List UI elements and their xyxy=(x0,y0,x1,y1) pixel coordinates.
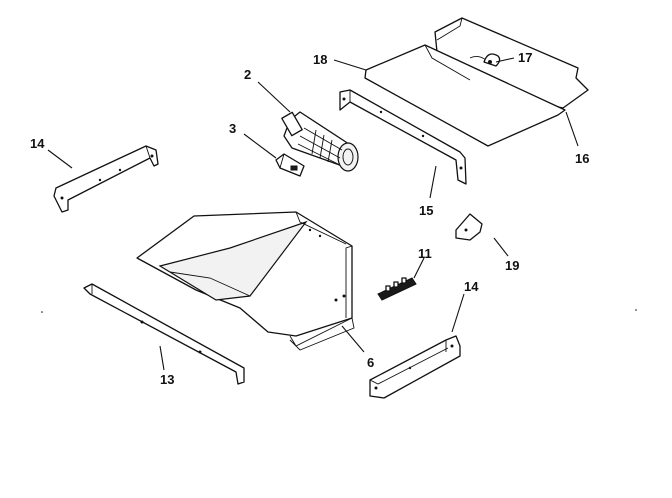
part-6-main-shroud xyxy=(136,211,355,351)
part-14-right-bracket xyxy=(369,335,461,399)
part-19-bracket xyxy=(455,213,483,241)
scan-mark xyxy=(41,311,43,313)
callout-3: 3 xyxy=(229,121,236,136)
callout-6: 6 xyxy=(367,355,374,370)
part-2-blower-motor xyxy=(281,111,359,172)
part-3-connector xyxy=(275,153,305,177)
callout-2: 2 xyxy=(244,67,251,82)
part-11-terminal-strip xyxy=(377,277,417,301)
callout-14-left: 14 xyxy=(30,136,45,151)
scan-mark xyxy=(635,309,637,311)
callout-14-right: 14 xyxy=(464,279,479,294)
leader-lines xyxy=(47,57,579,371)
callout-11: 11 xyxy=(418,246,432,261)
callout-15: 15 xyxy=(419,203,433,218)
part-18-insulation-sheet xyxy=(364,44,566,147)
callout-17: 17 xyxy=(518,50,532,65)
part-14-left-bracket xyxy=(53,145,159,213)
part-15-rear-bracket xyxy=(339,89,467,185)
callout-19: 19 xyxy=(505,258,519,273)
callout-18: 18 xyxy=(313,52,327,67)
part-13-front-rail xyxy=(83,283,245,385)
part-17-clip xyxy=(483,53,501,67)
callout-13: 13 xyxy=(160,372,174,387)
callout-16: 16 xyxy=(575,151,589,166)
